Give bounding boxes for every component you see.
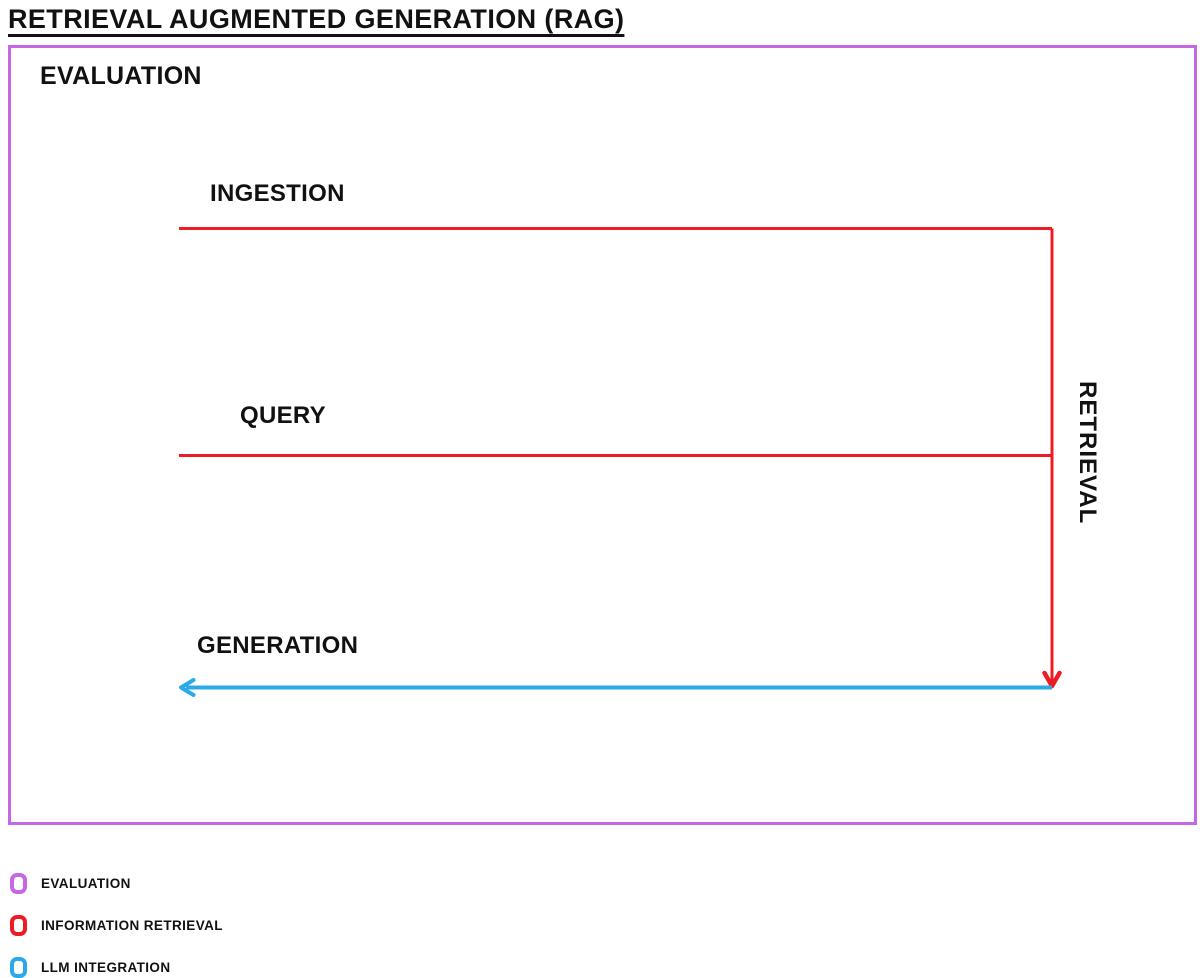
legend-item-label: LLM INTEGRATION bbox=[41, 959, 171, 975]
legend-item-llm-integration: LLM INTEGRATION bbox=[10, 956, 170, 978]
evaluation-swatch-icon bbox=[10, 872, 27, 894]
legend-item-label: INFORMATION RETRIEVAL bbox=[41, 917, 223, 933]
ingestion-label: INGESTION bbox=[210, 180, 345, 207]
page-title: RETRIEVAL AUGMENTED GENERATION (RAG) bbox=[8, 4, 625, 34]
evaluation-boundary-box bbox=[8, 45, 1197, 825]
query-label: QUERY bbox=[240, 402, 326, 429]
legend-item-evaluation: EVALUATION bbox=[10, 872, 131, 894]
information-retrieval-swatch-icon bbox=[10, 914, 27, 936]
legend-item-information-retrieval: INFORMATION RETRIEVAL bbox=[10, 914, 223, 936]
legend-item-label: EVALUATION bbox=[41, 875, 131, 891]
llm-integration-swatch-icon bbox=[10, 956, 27, 978]
generation-label: GENERATION bbox=[197, 632, 359, 659]
evaluation-label: EVALUATION bbox=[40, 62, 202, 90]
retrieval-label: RETRIEVAL bbox=[1074, 381, 1101, 525]
